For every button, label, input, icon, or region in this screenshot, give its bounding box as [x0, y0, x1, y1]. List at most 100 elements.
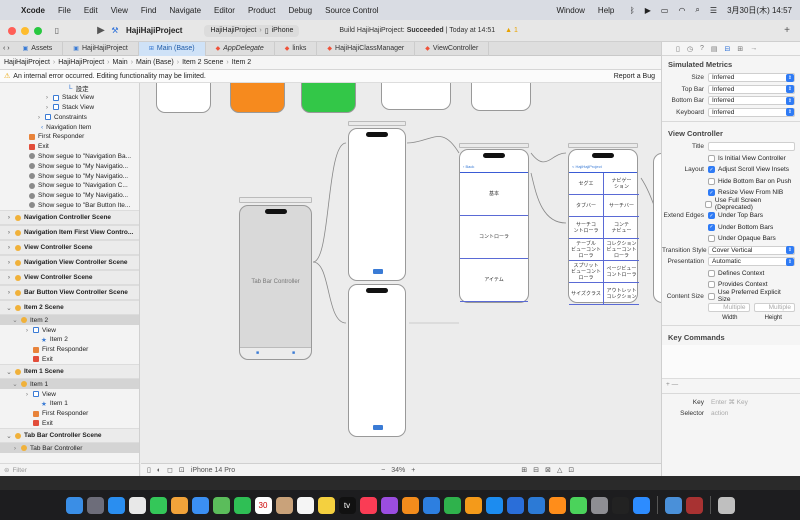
outline-row[interactable]: Exit: [0, 142, 139, 152]
disclosure-chevron-icon[interactable]: ⌄: [6, 368, 12, 376]
remove-key-command-icon[interactable]: —: [671, 380, 679, 388]
option-checkbox[interactable]: ✓Under Top Bars: [708, 210, 763, 221]
outline-row[interactable]: Show segue to "My Navigatio...: [0, 161, 139, 171]
tab-bar-controller-scene[interactable]: Tab Bar Controller ■ ■: [239, 205, 312, 360]
outline-row[interactable]: ›Stack View: [0, 103, 139, 113]
outline-row[interactable]: Show segue to "Navigation C...: [0, 181, 139, 191]
tabs-nav-icon[interactable]: ‹ ›: [3, 45, 10, 52]
tab-hajihajiclassmanager[interactable]: ◆HajiHajiClassManager: [317, 41, 416, 56]
checkbox[interactable]: [708, 235, 715, 243]
checkbox[interactable]: ✓: [708, 212, 715, 220]
nav-back-link[interactable]: ‹ Back: [463, 164, 475, 169]
control-center-icon[interactable]: ☰: [709, 5, 718, 15]
menu-grid-cell[interactable]: サーチコントローラ: [569, 217, 604, 239]
scheme-selector[interactable]: HajiHajiProject › ▯ iPhone: [204, 24, 300, 37]
terminal-icon[interactable]: [611, 496, 629, 514]
menu-grid-cell[interactable]: コレクションビューコントローラ: [604, 239, 639, 261]
width-field[interactable]: Multiple: [708, 303, 750, 313]
jumpbar-item[interactable]: Main (Base): [136, 59, 174, 66]
checkbox[interactable]: ✓: [708, 166, 715, 174]
notes-icon[interactable]: [317, 496, 335, 514]
zoom-level[interactable]: 34%: [391, 466, 406, 474]
outline-row[interactable]: ⌄Item 2 Scene: [0, 300, 139, 316]
tab-viewcontroller[interactable]: ◆ViewController: [415, 41, 490, 56]
outline-row[interactable]: ›Navigation Item First View Contro...: [0, 225, 139, 241]
disclosure-chevron-icon[interactable]: ›: [25, 390, 29, 398]
zoom-icon[interactable]: [632, 496, 650, 514]
disclosure-chevron-icon[interactable]: ›: [7, 274, 11, 282]
outline-row[interactable]: First Responder: [0, 345, 139, 355]
appstore-icon[interactable]: [485, 496, 503, 514]
tv-icon[interactable]: tv: [338, 496, 356, 514]
menu-grid-cell[interactable]: サーチバー: [604, 195, 639, 217]
chrome-icon[interactable]: [128, 496, 146, 514]
play-icon[interactable]: ▶: [644, 5, 651, 15]
warning-badge[interactable]: ▲ 1: [505, 27, 518, 34]
disclosure-chevron-icon[interactable]: ›: [45, 94, 49, 102]
disclosure-chevron-icon[interactable]: ›: [7, 289, 11, 297]
disclosure-chevron-icon[interactable]: ›: [45, 103, 49, 111]
disclosure-chevron-icon[interactable]: ⌄: [6, 432, 12, 440]
outline-row[interactable]: ›Bar Button View Controller Scene: [0, 285, 139, 301]
menu-editor[interactable]: Editor: [214, 5, 235, 15]
disclosure-chevron-icon[interactable]: ⌄: [12, 317, 18, 325]
device-config-icon[interactable]: ⊡: [178, 467, 185, 474]
tab-assets[interactable]: ▣Assets: [13, 41, 64, 56]
outline-row[interactable]: Show segue to "Bar Button Ite...: [0, 201, 139, 211]
trash-icon[interactable]: [717, 496, 735, 514]
menu-scene-header[interactable]: [568, 143, 638, 148]
menu-help[interactable]: Help: [597, 5, 615, 15]
search-icon[interactable]: ⌕: [695, 5, 700, 14]
outline-row[interactable]: ★Item 1: [0, 399, 139, 409]
outline-row[interactable]: Exit: [0, 419, 139, 429]
height-field[interactable]: Multiple: [753, 303, 795, 313]
outline-row[interactable]: First Responder: [0, 132, 139, 142]
outline-row[interactable]: ›View: [0, 389, 139, 399]
close-icon[interactable]: [8, 26, 16, 35]
tabbar-scene-header[interactable]: [239, 197, 312, 203]
pages-icon[interactable]: [464, 496, 482, 514]
maps-icon[interactable]: [212, 496, 230, 514]
metric-select[interactable]: Inferred⇕: [708, 107, 795, 117]
menu-back-link[interactable]: < HajiHajiProject: [572, 164, 602, 169]
outline-row[interactable]: ›View: [0, 325, 139, 335]
outline-row[interactable]: ‹Navigation Item: [0, 122, 139, 132]
podcasts-icon[interactable]: [380, 496, 398, 514]
outline-row[interactable]: ⌄Item 1: [0, 379, 139, 390]
storyboard-canvas[interactable]: Tab Bar Controller ■ ■ ‹ Back 基本コントローラアイ…: [141, 83, 661, 463]
outline-row[interactable]: ›View Controller Scene: [0, 270, 139, 286]
safari-icon[interactable]: [107, 496, 125, 514]
menu-grid-cell[interactable]: サイズクラス: [569, 283, 604, 305]
update-frames-icon[interactable]: ⊞: [521, 467, 528, 474]
outline-row[interactable]: Show segue to "Navigation Ba...: [0, 152, 139, 162]
add-key-command-icon[interactable]: +: [666, 380, 670, 388]
run-icon[interactable]: ▶: [97, 25, 105, 36]
menu-grid-cell[interactable]: コンテナビュー: [604, 217, 639, 239]
align-icon[interactable]: ⊟: [533, 467, 540, 474]
battery-icon[interactable]: ▭: [660, 5, 669, 15]
outline-row[interactable]: ›Tab Bar Controller: [0, 443, 139, 454]
transition-select[interactable]: Cover Vertical⇕: [708, 245, 795, 255]
outline-toggle-icon[interactable]: ▯: [147, 467, 151, 474]
minimize-icon[interactable]: [21, 26, 29, 35]
outline-row[interactable]: ›View Controller Scene: [0, 240, 139, 256]
xcode-icon[interactable]: [506, 496, 524, 514]
metric-select[interactable]: Inferred⇕: [708, 73, 795, 83]
file-inspector-icon[interactable]: ▯: [676, 45, 680, 53]
scene-partial-green[interactable]: [301, 83, 356, 113]
activity-icon[interactable]: [569, 496, 587, 514]
option-checkbox[interactable]: ✓Adjust Scroll View Insets: [708, 164, 789, 175]
menu-product[interactable]: Product: [247, 5, 276, 15]
menu-edit[interactable]: Edit: [83, 5, 98, 15]
app-menu[interactable]: Xcode: [21, 5, 46, 15]
outline-row[interactable]: Exit: [0, 355, 139, 365]
mail-icon[interactable]: [191, 496, 209, 514]
disclosure-chevron-icon[interactable]: ⌄: [12, 381, 18, 389]
finder-icon[interactable]: [65, 496, 83, 514]
outline-row[interactable]: ⌄Item 1 Scene: [0, 364, 139, 380]
vscode-icon[interactable]: [527, 496, 545, 514]
launchpad-icon[interactable]: [86, 496, 104, 514]
tab-links[interactable]: ◆links: [275, 41, 318, 56]
disclosure-chevron-icon[interactable]: ›: [7, 244, 11, 252]
pin-icon[interactable]: ⊠: [545, 467, 551, 474]
